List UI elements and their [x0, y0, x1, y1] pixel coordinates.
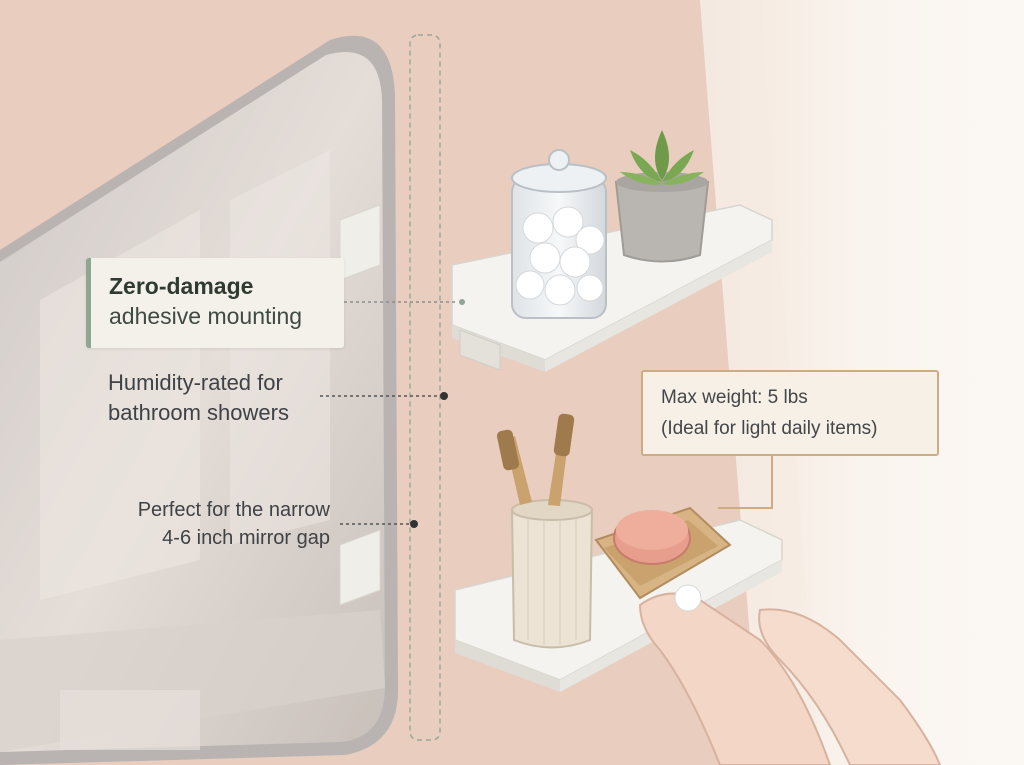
gap-guide [409, 34, 441, 741]
humidity-line-2: bathroom showers [108, 400, 289, 425]
weight-line-1: Max weight: 5 lbs [661, 387, 808, 408]
zero-damage-subtitle: adhesive mounting [109, 303, 303, 329]
hands [638, 584, 942, 765]
humidity-callout: Humidity-rated for bathroom showers [108, 368, 289, 428]
zero-damage-callout: Zero-damage adhesive mounting [86, 258, 344, 348]
gap-dot [410, 520, 418, 528]
succulent-plant [614, 130, 710, 263]
zero-damage-title: Zero-damage [109, 273, 254, 299]
humidity-dot [440, 392, 448, 400]
cotton-jar [511, 149, 607, 319]
weight-callout: Max weight: 5 lbs (Ideal for light daily… [641, 370, 939, 456]
weight-line-2: (Ideal for light daily items) [661, 418, 878, 439]
gap-line-1: Perfect for the narrow [137, 499, 330, 521]
soap-dish [594, 506, 732, 600]
zero-damage-dot [459, 299, 465, 305]
mirror [0, 35, 398, 765]
gap-callout: Perfect for the narrow 4-6 inch mirror g… [106, 496, 330, 552]
weight-leader [718, 456, 773, 509]
humidity-line-1: Humidity-rated for [108, 370, 283, 395]
bracket-lower-left [339, 529, 381, 606]
toothbrush-cup [496, 413, 594, 649]
gap-line-2: 4-6 inch mirror gap [162, 527, 330, 549]
